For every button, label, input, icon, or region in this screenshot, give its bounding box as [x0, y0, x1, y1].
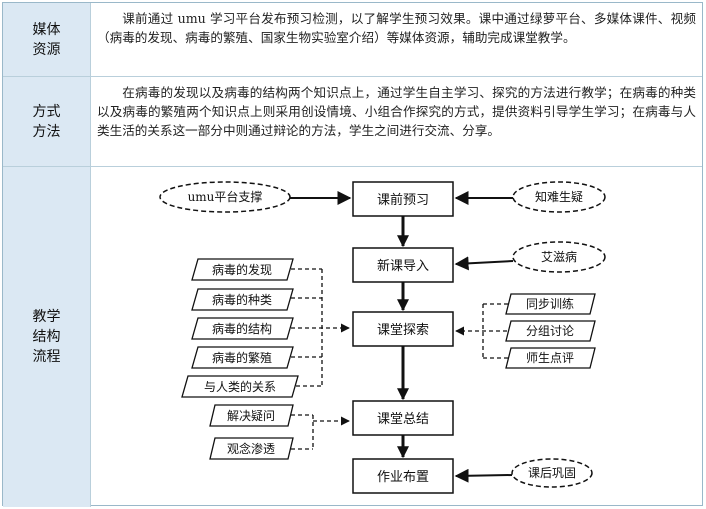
- main-step-label: 课堂总结: [377, 412, 429, 427]
- resource-ellipse: 知难生疑: [512, 181, 606, 213]
- topic-box: 病毒的种类: [191, 288, 294, 311]
- resource-ellipse: umu平台支撑: [159, 181, 291, 213]
- summary-box: 解决疑问: [209, 404, 294, 427]
- resource-ellipse: 艾滋病: [512, 241, 606, 273]
- label-line: 教学: [32, 309, 61, 325]
- topic-label: 病毒的发现: [212, 262, 272, 277]
- activities-bracket: [455, 303, 508, 359]
- activity-box: 分组讨论: [505, 320, 596, 342]
- ellipse-label: umu平台支撑: [188, 189, 263, 204]
- main-step-box: 课堂总结: [352, 400, 454, 436]
- connector-arrow: [454, 256, 514, 271]
- main-step-label: 新课导入: [377, 258, 429, 274]
- topic-label: 病毒的结构: [212, 321, 272, 336]
- connector-arrow: [454, 468, 513, 483]
- resource-ellipse: 课后巩固: [511, 458, 593, 488]
- ellipse-label: 知难生疑: [535, 189, 583, 204]
- main-step-box: 课堂探索: [352, 311, 454, 347]
- label-line: 资源: [32, 41, 61, 58]
- summary-bracket: [291, 414, 350, 450]
- row-methods: 方式 方法 在病毒的发现以及病毒的结构两个知识点上，通过学生自主学习、探究的方法…: [3, 77, 702, 167]
- label-line: 流程: [32, 349, 61, 365]
- main-step-box: 作业布置: [352, 458, 454, 494]
- label-line: 方法: [32, 123, 61, 140]
- ellipse-label: 艾滋病: [541, 249, 577, 264]
- label-line: 结构: [32, 329, 61, 345]
- activity-label: 分组讨论: [526, 324, 574, 338]
- topic-box: 与人类的关系: [181, 375, 299, 398]
- activity-box: 同步训练: [505, 293, 596, 315]
- row-label: 教学 结构 流程: [3, 167, 91, 507]
- ellipse-label: 课后巩固: [528, 466, 576, 480]
- main-step-label: 课前预习: [377, 192, 429, 208]
- topic-box: 病毒的结构: [191, 317, 294, 340]
- topic-box: 病毒的繁殖: [191, 346, 294, 369]
- row-text: 在病毒的发现以及病毒的结构两个知识点上，通过学生自主学习、探究的方法进行教学；在…: [97, 85, 696, 138]
- activity-label: 同步训练: [526, 296, 574, 311]
- label-line: 方式: [32, 103, 61, 120]
- activity-label: 师生点评: [526, 351, 574, 365]
- topic-label: 病毒的种类: [212, 292, 272, 307]
- main-step-box: 新课导入: [352, 247, 454, 283]
- topic-box: 病毒的发现: [191, 258, 294, 281]
- topic-label: 病毒的繁殖: [212, 350, 272, 365]
- row-label: 方式 方法: [3, 77, 91, 166]
- summary-box: 观念渗透: [209, 437, 294, 460]
- main-step-label: 课堂探索: [377, 323, 429, 338]
- row-text: 课前通过 umu 学习平台发布预习检测，以了解学生预习效果。课中通过绿萝平台、多…: [97, 11, 696, 45]
- label-line: 媒体: [32, 21, 61, 38]
- summary-label: 解决疑问: [227, 408, 275, 423]
- topics-bracket: [291, 268, 350, 387]
- row-teaching-flow: 教学 结构 流程 课前预习: [3, 167, 702, 507]
- row-label: 媒体 资源: [3, 3, 91, 76]
- activity-box: 师生点评: [505, 347, 596, 369]
- flow-diagram: 课前预习 新课导入 课堂探索 课堂总结 作业布置 umu平台支撑: [159, 181, 606, 494]
- main-step-label: 作业布置: [377, 470, 429, 485]
- topic-label: 与人类的关系: [204, 379, 276, 394]
- summary-label: 观念渗透: [227, 441, 275, 456]
- row-media-resources: 媒体 资源 课前通过 umu 学习平台发布预习检测，以了解学生预习效果。课中通过…: [3, 3, 702, 77]
- main-step-box: 课前预习: [352, 181, 454, 217]
